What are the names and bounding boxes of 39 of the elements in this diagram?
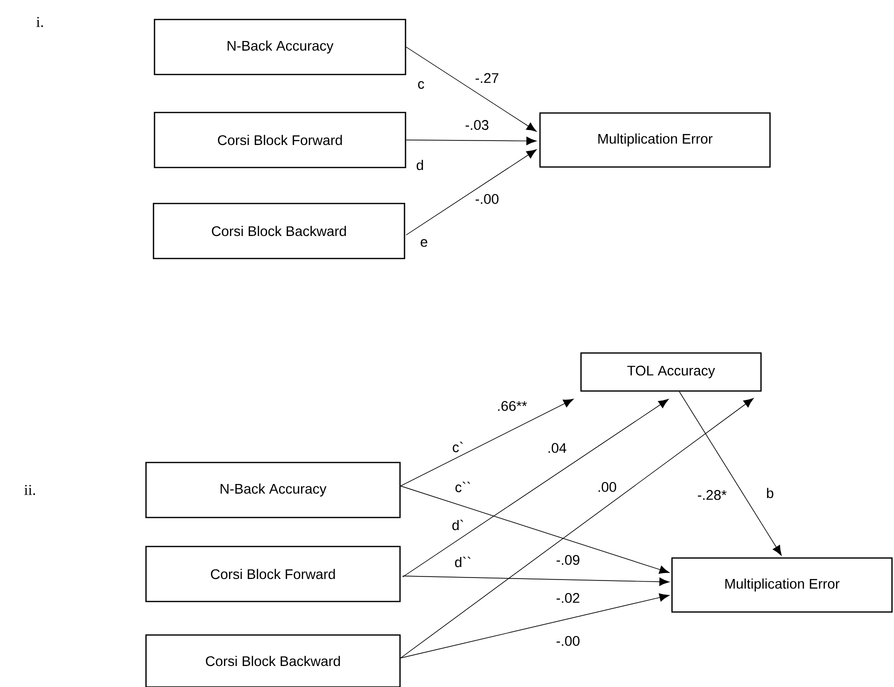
panel-label: i. [36,16,43,28]
variable-box: Corsi Block Forward [154,112,406,168]
variable-box: Multiplication Error [539,112,771,168]
path-label: c`` [455,482,470,492]
coefficient-label: -.27 [474,72,500,84]
path-label: d`` [455,556,470,568]
coefficient-label: -.00 [555,635,582,647]
arrow [400,593,670,658]
path-label: d [416,160,423,170]
variable-box: N-Back Accuracy [145,462,401,518]
arrow [406,149,537,236]
coefficient-label: -.03 [464,119,490,131]
variable-box: TOL Accuracy [580,352,762,392]
arrow [402,399,669,578]
arrow [406,136,536,146]
variable-box: Corsi Block Forward [145,546,401,602]
panel-label: ii. [24,484,36,496]
path-label: e [420,239,428,247]
arrow [679,391,782,556]
coefficient-label: -.28* [696,489,728,501]
path-label: d` [452,520,464,530]
coefficient-label: .66** [496,400,528,412]
path-label: c [418,81,424,89]
coefficient-label: .04 [546,442,568,454]
variable-box: Corsi Block Backward [152,202,406,260]
path-label: b [767,488,774,498]
coefficient-label: -.00 [474,193,500,205]
variable-box: Corsi Block Backward [145,634,401,687]
variable-box: N-Back Accuracy [154,18,406,76]
arrow [400,398,754,658]
path-label: c` [452,442,463,452]
arrow [400,486,670,574]
arrow [400,398,574,486]
variable-box: Multiplication Error [671,557,893,613]
coefficient-label: -.09 [555,554,582,566]
coefficient-label: -.02 [555,592,582,604]
arrow [406,46,537,132]
arrow [402,576,670,586]
coefficient-label: .00 [596,481,618,493]
